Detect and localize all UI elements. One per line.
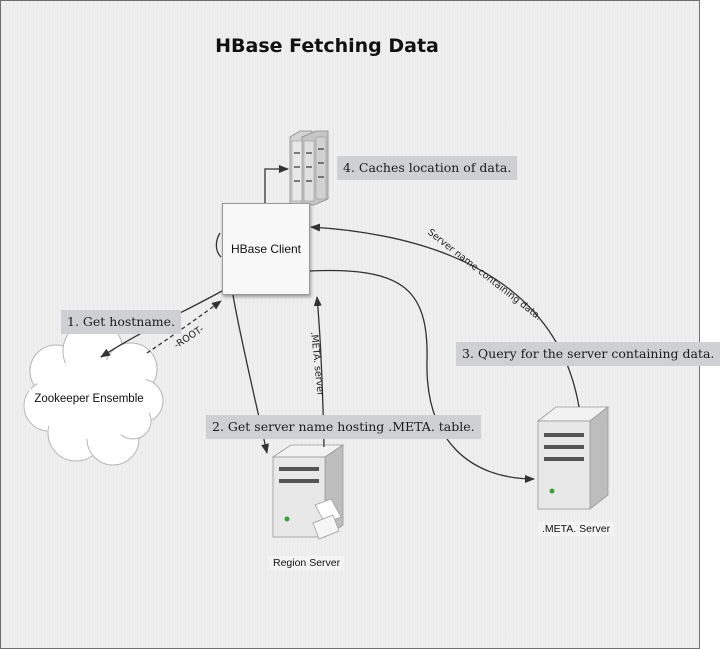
hbase-client-node: HBase Client: [222, 203, 310, 295]
arrow-client-to-meta: [308, 269, 535, 483]
zookeeper-label: Zookeeper Ensemble: [29, 389, 149, 409]
diagram-title: HBase Fetching Data: [215, 35, 439, 57]
region-server-label: Region Server: [269, 556, 345, 570]
server-rack-icon: [289, 130, 329, 206]
step-get-hostname: 1. Get hostname.: [61, 310, 182, 334]
arrow-hook: [215, 232, 222, 258]
hbase-client-label: HBase Client: [230, 242, 302, 256]
arrow-root: [146, 300, 222, 354]
meta-server-label: .META. Server: [538, 522, 615, 536]
server-tower-icon: [536, 406, 610, 510]
step-query: 3. Query for the server containing data.: [456, 342, 720, 366]
server-tower-icon: [271, 444, 345, 540]
step-cache: 4. Caches location of data.: [337, 156, 518, 180]
arrow-client-to-cache: [264, 165, 289, 203]
step-get-meta: 2. Get server name hosting .META. table.: [206, 415, 481, 439]
arrow-meta-to-client: [310, 223, 580, 408]
